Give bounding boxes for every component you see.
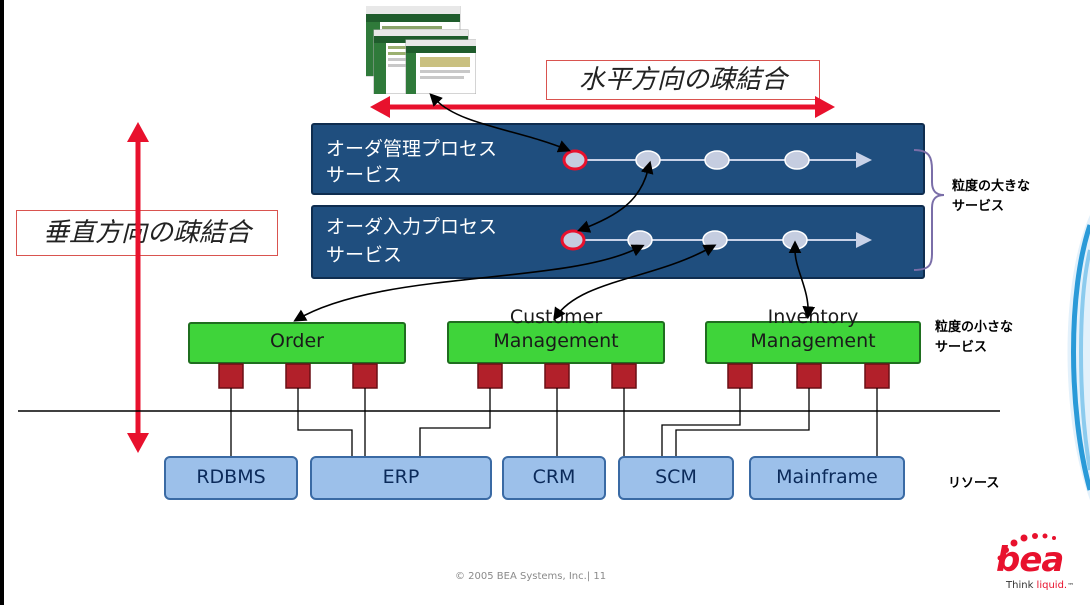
inventory-management-label-line2: Management	[750, 330, 876, 352]
flow1-node-2	[635, 150, 661, 170]
flow2-node-4	[782, 230, 808, 250]
flow2-node-3	[702, 230, 728, 250]
resource-rdbms: RDBMS	[164, 456, 298, 500]
decorative-swoosh	[1067, 215, 1090, 500]
resource-crm: CRM	[502, 456, 606, 500]
order-entry-process-label-line1: オーダ入力プロセス	[326, 216, 498, 238]
tagline-tm: ™	[1067, 582, 1075, 590]
fine-grained-label-line2: サービス	[935, 340, 988, 355]
vertical-coupling-label: 垂直方向の疎結合	[16, 210, 278, 256]
order-service-box	[188, 322, 406, 364]
flow1-node-3	[704, 150, 730, 170]
fine-grained-label-line1: 粒度の小さな	[935, 320, 1014, 335]
inventory-management-service-box	[705, 321, 921, 364]
order-management-process-label-line2: サービス	[326, 164, 403, 186]
resource-scm: SCM	[618, 456, 734, 500]
process-flow-1	[562, 149, 872, 171]
customer-management-service-box	[447, 321, 665, 364]
bea-logo-dots	[997, 533, 1056, 561]
resource-wires	[230, 388, 878, 456]
order-service-label: Order	[270, 330, 324, 352]
flow2-start-node	[560, 229, 586, 251]
flow1-node-4	[784, 150, 810, 170]
app-screenshot-thumbnail	[365, 5, 477, 95]
horizontal-coupling-label: 水平方向の疎結合	[546, 60, 820, 100]
customer-management-label-line2: Management	[493, 330, 619, 352]
tagline-think: Think	[1006, 580, 1037, 591]
adapter-connectors	[218, 363, 890, 389]
slide-left-border	[0, 0, 4, 605]
bea-logo-wordmark: bea	[996, 540, 1064, 580]
bea-logo: bea Think liquid.™	[980, 528, 1080, 598]
process-flow-2	[560, 229, 872, 251]
vertical-double-arrow	[127, 122, 149, 453]
tagline-liquid: liquid.	[1036, 580, 1068, 591]
coarse-grained-label-line1: 粒度の大きな	[952, 179, 1031, 194]
horizontal-double-arrow	[370, 96, 835, 118]
flow1-start-node	[562, 149, 588, 171]
footer-copyright: © 2005 BEA Systems, Inc.| 11	[455, 571, 607, 582]
coarse-grained-brace	[913, 149, 945, 271]
invocation-arrows	[293, 93, 816, 322]
resource-mainframe: Mainframe	[749, 456, 905, 500]
flow2-node-2	[627, 230, 653, 250]
resource-erp: ERP	[310, 456, 492, 500]
bea-logo-tagline: Think liquid.™	[1006, 580, 1074, 591]
coarse-grained-label-line2: サービス	[952, 199, 1005, 214]
resources-label: リソース	[948, 476, 1000, 491]
